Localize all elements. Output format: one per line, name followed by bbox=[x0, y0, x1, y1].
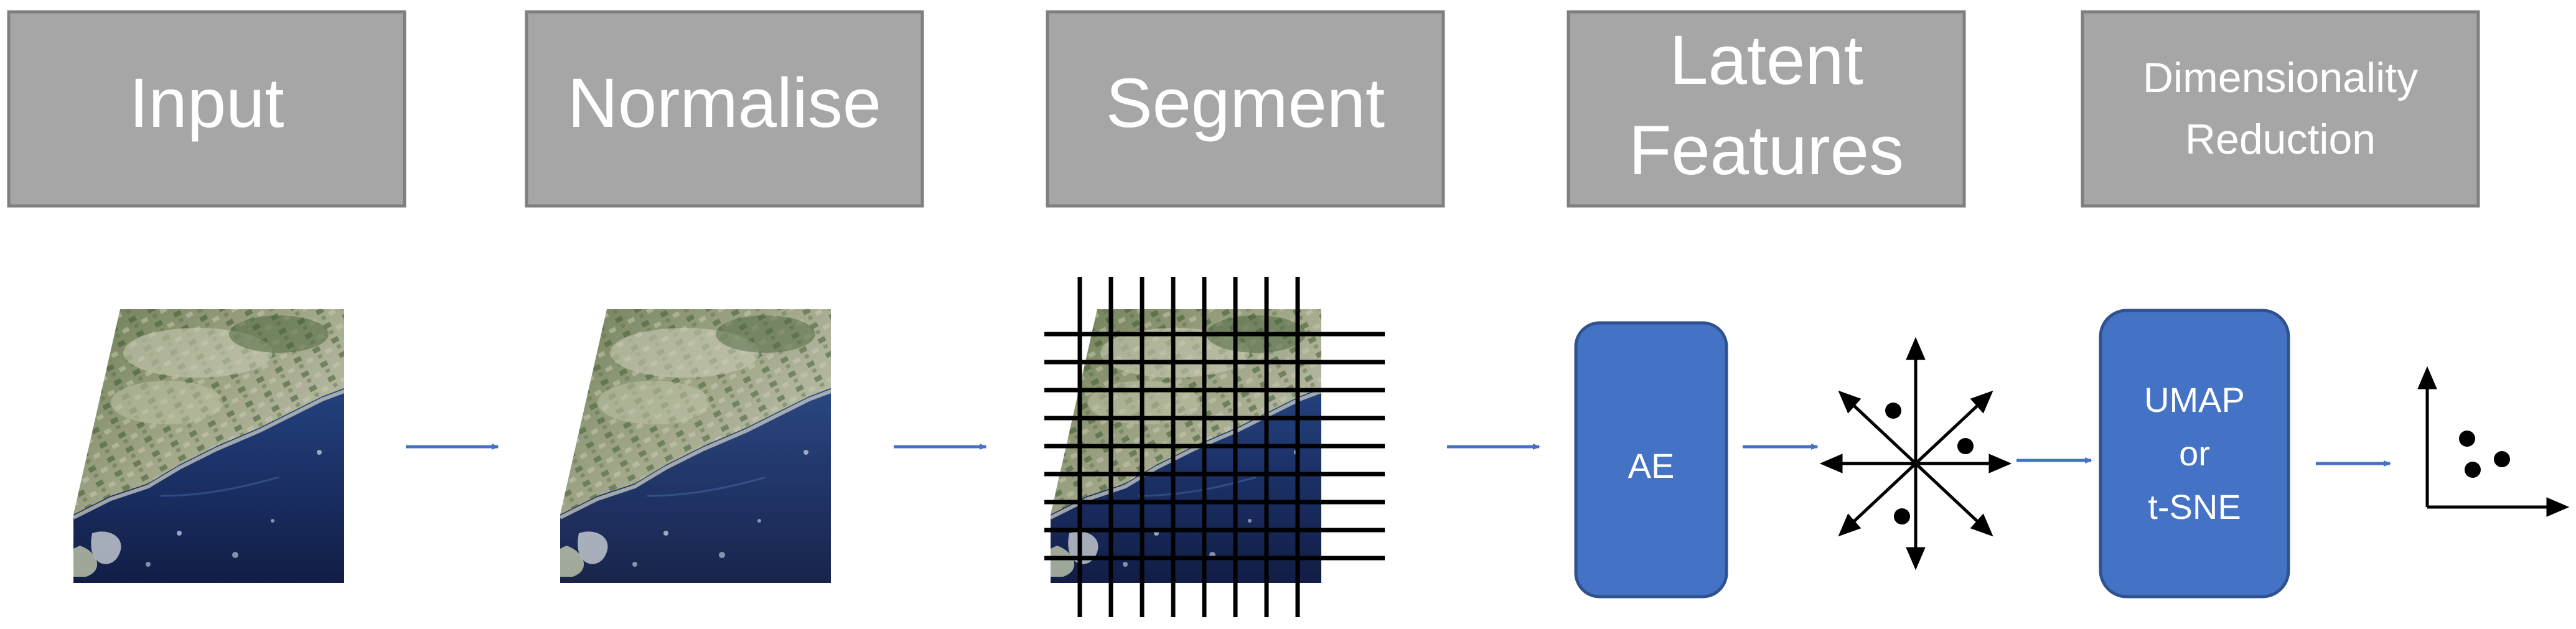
reducer-label-or: or bbox=[2179, 434, 2210, 473]
stage-header-segment: Segment bbox=[1046, 10, 1445, 208]
stage-header-latent-features: Latent Features bbox=[1567, 10, 1966, 208]
reducer-label-umap: UMAP bbox=[2144, 380, 2245, 419]
stage-header-normalise: Normalise bbox=[525, 10, 924, 208]
normalised-satellite-image bbox=[560, 309, 834, 583]
stage-header-input: Input bbox=[7, 10, 406, 208]
stage-header-dimensionality-reduction: Dimensionality Reduction bbox=[2081, 10, 2480, 208]
stage-label-dimensionality: Dimensionality bbox=[2143, 54, 2418, 101]
stage-label-features: Features bbox=[1629, 111, 1904, 189]
scatter-plot-icon bbox=[2417, 366, 2570, 517]
autoencoder-box: AE bbox=[1574, 321, 1728, 599]
input-satellite-image bbox=[73, 309, 347, 583]
autoencoder-label: AE bbox=[1628, 446, 1675, 485]
reducer-label-tsne: t-SNE bbox=[2148, 487, 2241, 526]
flow-arrows bbox=[406, 444, 2391, 467]
stage-label-segment: Segment bbox=[1106, 64, 1385, 142]
stage-label-input: Input bbox=[129, 64, 284, 142]
stage-label-latent: Latent bbox=[1669, 21, 1863, 99]
stage-label-reduction: Reduction bbox=[2185, 116, 2376, 163]
stage-label-normalise: Normalise bbox=[568, 64, 881, 142]
reducer-box: UMAP or t-SNE bbox=[2099, 309, 2290, 599]
feature-vectors-icon bbox=[1819, 337, 2012, 571]
grid-overlay bbox=[1044, 277, 1385, 617]
